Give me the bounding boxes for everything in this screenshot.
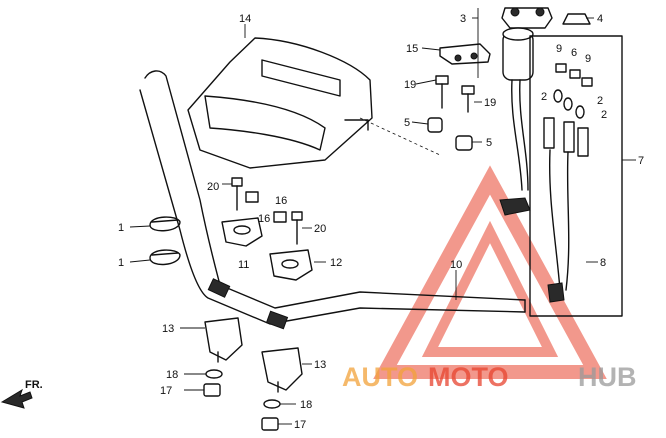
callout-9b: 9 (585, 53, 591, 65)
bolt-19b (461, 85, 475, 113)
callout-18b: 18 (300, 399, 312, 411)
lower-holder-13b (261, 347, 303, 393)
callout-2a: 2 (541, 91, 547, 103)
lower-holder-13a (204, 317, 243, 363)
callout-2b: 2 (597, 95, 603, 107)
ignition-switch (499, 7, 553, 216)
handlebar-pipe (139, 70, 526, 330)
callout-6: 6 (571, 47, 577, 59)
watermark-hub: HUB (578, 362, 637, 392)
nut-16b (273, 211, 287, 223)
nut-16a (245, 191, 259, 203)
bolt-19a (435, 75, 449, 109)
callout-1b: 1 (118, 257, 124, 269)
handlebar-cover (187, 37, 373, 169)
bolt-20a (231, 177, 243, 211)
callout-20a: 20 (207, 181, 219, 193)
watermark-moto: MOTO (428, 362, 509, 392)
callout-13b: 13 (314, 359, 326, 371)
clamp-1b (149, 249, 181, 266)
callout-5b: 5 (486, 137, 492, 149)
watermark-text: AUTO MOTO HUB (342, 362, 637, 392)
cap (562, 13, 591, 25)
callout-16b: 16 (258, 213, 270, 225)
nut-17b (261, 417, 279, 431)
leader-lines (129, 8, 636, 425)
callout-5a: 5 (404, 117, 410, 129)
callout-2c: 2 (601, 109, 607, 121)
callout-1a: 1 (118, 222, 124, 234)
callout-14: 14 (239, 13, 251, 25)
indicator-harness (529, 35, 623, 317)
callout-4: 4 (597, 13, 603, 25)
watermark-logo (373, 165, 607, 379)
callout-19b: 19 (484, 97, 496, 109)
callout-10: 10 (450, 259, 462, 271)
front-arrow-icon (0, 388, 33, 409)
nut-17a (203, 383, 221, 397)
washer-18a (205, 369, 223, 379)
callout-17a: 17 (160, 385, 172, 397)
callout-7: 7 (638, 155, 644, 167)
callout-9a: 9 (556, 43, 562, 55)
callout-15: 15 (406, 43, 418, 55)
callout-11: 11 (238, 259, 249, 271)
callout-8: 8 (600, 257, 606, 269)
callout-18a: 18 (166, 369, 178, 381)
washer-18b (263, 399, 281, 409)
front-label: FR. (25, 379, 43, 391)
bracket (439, 43, 491, 65)
callout-16a: 16 (275, 195, 287, 207)
upper-holder-12 (269, 249, 313, 281)
callout-3: 3 (460, 13, 466, 25)
callout-17b: 17 (294, 419, 306, 431)
clamp-1a (149, 216, 181, 232)
rubber-5a (427, 117, 443, 133)
callout-19a: 19 (404, 79, 416, 91)
watermark-auto: AUTO (342, 362, 418, 392)
rubber-5b (455, 135, 473, 151)
bolt-20b (291, 211, 303, 245)
callout-12: 12 (330, 257, 342, 269)
callout-13a: 13 (162, 323, 174, 335)
callout-20b: 20 (314, 223, 326, 235)
upper-holder-11 (221, 217, 263, 247)
